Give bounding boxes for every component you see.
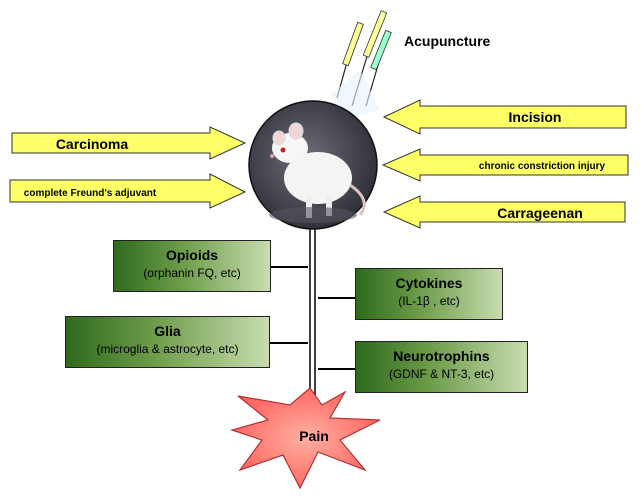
- arrow-chronic-constriction: [381, 148, 629, 182]
- mediator-detail: (orphanin FQ, etc): [143, 266, 241, 280]
- mediator-detail: (IL-1β , etc): [398, 294, 460, 308]
- mediator-box-cytokines: Cytokines (IL-1β , etc): [355, 268, 503, 320]
- spinal-cord-line: [309, 200, 316, 412]
- mediator-detail: (microglia & astrocyte, etc): [96, 342, 239, 356]
- mediator-box-opioids: Opioids (orphanin FQ, etc): [113, 240, 271, 292]
- stimulus-label-incision: Incision: [509, 109, 562, 125]
- mediator-name: Cytokines: [395, 275, 463, 291]
- mediator-detail: (GDNF & NT-3, etc): [388, 367, 495, 381]
- stimulus-label-chronic-constriction: chronic constriction injury: [479, 161, 606, 172]
- acupuncture-title: Acupuncture: [404, 33, 491, 49]
- rat-image: [248, 100, 378, 230]
- stimulus-label-carcinoma: Carcinoma: [56, 136, 129, 152]
- pain-burst-shape: [229, 387, 381, 490]
- pain-label: Pain: [299, 428, 329, 444]
- mediator-box-neurotrophins: Neurotrophins (GDNF & NT-3, etc): [355, 341, 528, 393]
- arrow-incision: [382, 99, 627, 135]
- stimulus-label-freunds-adjuvant: complete Freund's adjuvant: [24, 188, 157, 199]
- mediator-name: Neurotrophins: [393, 348, 490, 364]
- arrow-carcinoma: [11, 126, 247, 160]
- mediator-name: Opioids: [165, 247, 219, 263]
- needle-glow-shape: [330, 70, 380, 118]
- arrow-carrageenan: [382, 195, 626, 229]
- mediator-name: Glia: [154, 323, 181, 339]
- stimulus-label-carrageenan: Carrageenan: [497, 205, 583, 221]
- arrow-freunds-adjuvant: [9, 173, 247, 209]
- mediator-box-glia: Glia (microglia & astrocyte, etc): [65, 316, 270, 368]
